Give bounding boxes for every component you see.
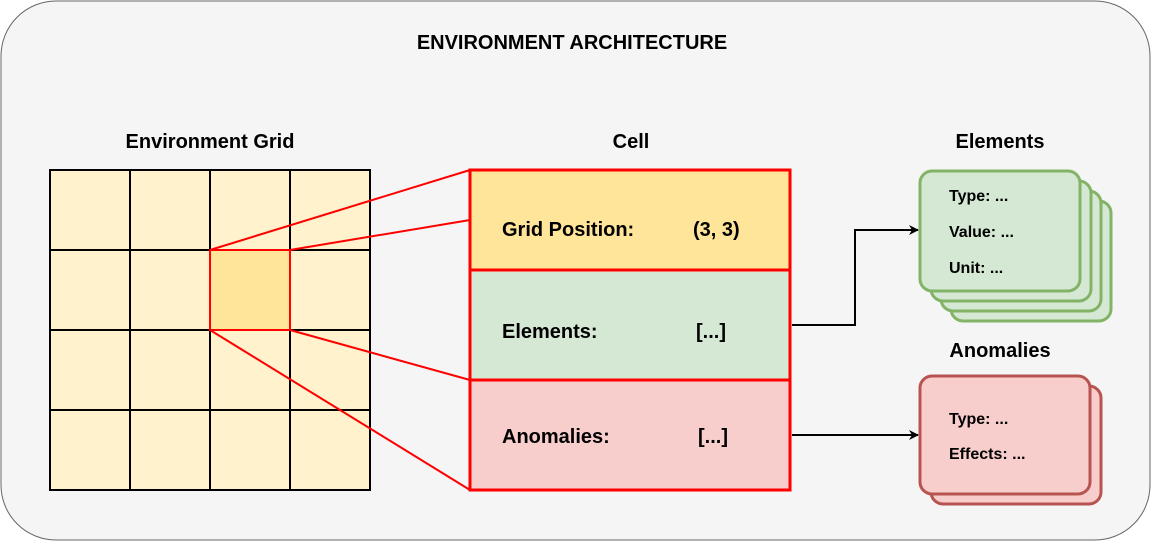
elements-arrow [792, 225, 919, 326]
elements-field-type: Type: ... [949, 188, 1008, 205]
grid-label: Environment Grid [126, 131, 295, 153]
grid-cell [129, 409, 211, 491]
elements-label: Elements [956, 131, 1045, 153]
grid-cell [49, 169, 131, 251]
grid-position-key: Grid Position: [502, 219, 634, 241]
cell-detail: Grid Position: (3, 3) Elements: [...] An… [468, 168, 792, 492]
cell-label: Cell [613, 131, 650, 153]
elements-stack: Type: ... Value: ... Unit: ... [918, 169, 1113, 323]
cell-row-anomalies [468, 378, 792, 492]
elements-key: Elements: [502, 321, 598, 343]
cell-row-grid-position [468, 168, 792, 272]
anomalies-field-type: Type: ... [949, 411, 1008, 428]
connector-line [289, 329, 471, 381]
grid-cell-highlighted [209, 249, 291, 331]
grid-cell [289, 249, 371, 331]
anomalies-stack: Type: ... Effects: ... [918, 374, 1103, 506]
grid-cell [209, 329, 291, 411]
anomalies-field-effects: Effects: ... [949, 446, 1025, 463]
grid-cell [209, 409, 291, 491]
anomalies-value: [...] [698, 426, 728, 448]
anomalies-key: Anomalies: [502, 426, 610, 448]
connector-line [209, 329, 471, 491]
grid-cell [289, 329, 371, 411]
grid-cell [49, 249, 131, 331]
connector-line [209, 169, 471, 251]
elements-field-value: Value: ... [949, 224, 1014, 241]
grid-cell [49, 409, 131, 491]
grid-cell [129, 249, 211, 331]
connector-line [289, 219, 471, 251]
highlighted-cell-outline [209, 249, 291, 331]
grid-position-value: (3, 3) [693, 219, 740, 241]
cell-row-elements [468, 268, 792, 382]
grid-cell [289, 409, 371, 491]
diagram-title: ENVIRONMENT ARCHITECTURE [417, 32, 727, 54]
zoom-connector-lines [209, 169, 471, 491]
grid-cell [129, 169, 211, 251]
anomalies-card [918, 374, 1092, 496]
grid-cell [49, 329, 131, 411]
elements-value: [...] [696, 321, 726, 343]
grid-cell [129, 329, 211, 411]
elements-card [918, 169, 1082, 293]
elements-field-unit: Unit: ... [949, 260, 1003, 277]
anomalies-label: Anomalies [949, 340, 1050, 362]
